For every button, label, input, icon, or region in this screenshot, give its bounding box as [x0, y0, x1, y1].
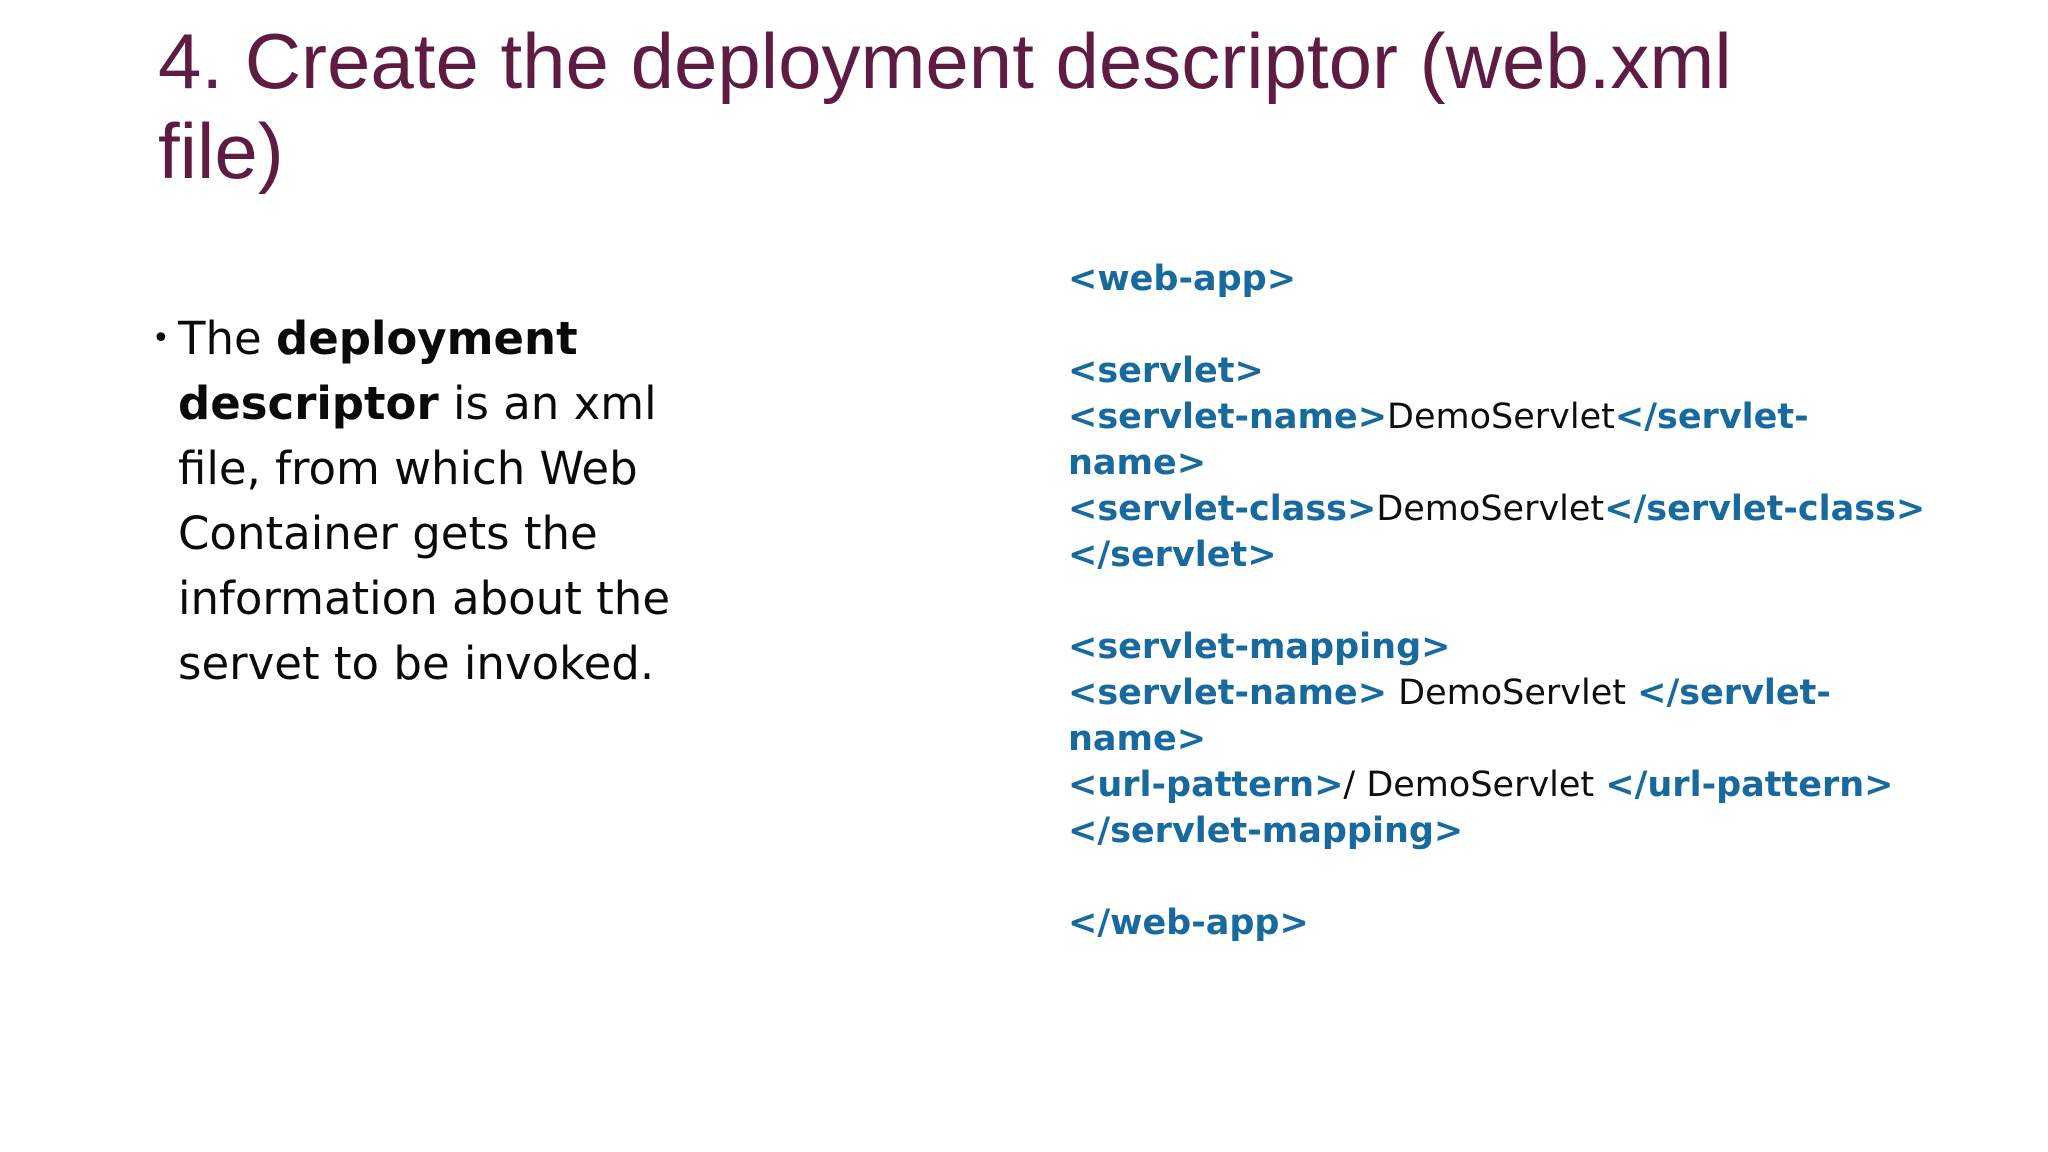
slide-title: 4. Create the deployment descriptor (web… — [158, 16, 1958, 196]
bullet-line-segment: servet to be invoked. — [178, 637, 655, 690]
code-line: <servlet> — [1068, 348, 2046, 394]
code-line-tag-segment: name> — [1068, 443, 1207, 483]
code-line: <url-pattern>/ DemoServlet </url-pattern… — [1068, 762, 2046, 808]
bullet-line: information about the — [178, 566, 772, 631]
code-line: <servlet-mapping> — [1068, 624, 2046, 670]
bullet-line: servet to be invoked. — [178, 631, 772, 696]
bullet-line-segment: Container gets the — [178, 507, 598, 560]
bullet-line-b-segment: descriptor — [178, 377, 439, 430]
code-line-tag-segment: <servlet-name> — [1068, 397, 1388, 437]
code-line — [1068, 854, 2046, 900]
code-line-tag-segment: <servlet-class> — [1068, 489, 1377, 529]
slide-title-line-1: 4. Create the deployment descriptor (web… — [158, 17, 1732, 105]
code-line-plain-segment: DemoServlet — [1387, 673, 1638, 713]
code-line-tag-segment: </servlet> — [1068, 535, 1277, 575]
code-line: <servlet-name>DemoServlet</servlet- — [1068, 394, 2046, 440]
bullet-line-segment: is an xml — [438, 377, 657, 430]
bullet-line-segment: file, from which Web — [178, 442, 638, 495]
code-line-tag-segment: <servlet-mapping> — [1068, 627, 1451, 667]
code-line-plain-segment: DemoServlet — [1387, 397, 1615, 437]
slide-title-line-2: file) — [158, 107, 284, 195]
code-line-tag-segment: </servlet-mapping> — [1068, 811, 1464, 851]
code-line: name> — [1068, 716, 2046, 762]
bullet-marker: • — [152, 321, 170, 356]
code-line-tag-segment: <servlet> — [1068, 351, 1264, 391]
xml-code-listing: <web-app><servlet><servlet-name>DemoServ… — [1068, 256, 2046, 946]
code-line-plain-segment: DemoServlet — [1376, 489, 1605, 529]
code-line: </web-app> — [1068, 900, 2046, 946]
bullet-line: Container gets the — [178, 501, 772, 566]
code-line — [1068, 578, 2046, 624]
code-line: <servlet-class>DemoServlet</servlet-clas… — [1068, 486, 2046, 532]
code-line: </servlet-mapping> — [1068, 808, 2046, 854]
code-line-tag-segment: <url-pattern> — [1068, 765, 1344, 805]
code-line-tag-segment: </servlet- — [1637, 673, 1831, 713]
code-line: <servlet-name> DemoServlet </servlet- — [1068, 670, 2046, 716]
code-line-tag-segment: </web-app> — [1068, 903, 1309, 943]
bullet-line: file, from which Web — [178, 436, 772, 501]
code-line-plain-segment: / DemoServlet — [1343, 765, 1606, 805]
bullet-line-b-segment: deployment — [276, 312, 578, 365]
code-line: <web-app> — [1068, 256, 2046, 302]
code-line-tag-segment: <web-app> — [1068, 259, 1297, 299]
code-line: </servlet> — [1068, 532, 2046, 578]
bullet-line-segment: information about the — [178, 572, 671, 625]
code-line-tag-segment: </servlet- — [1614, 397, 1809, 437]
code-line-tag-segment: <servlet-name> — [1068, 673, 1388, 713]
code-line: name> — [1068, 440, 2046, 486]
code-line — [1068, 302, 2046, 348]
bullet-line: descriptor is an xml — [178, 371, 772, 436]
code-line-tag-segment: </url-pattern> — [1605, 765, 1894, 805]
code-line-tag-segment: </servlet-class> — [1604, 489, 1926, 529]
bullet-line: The deployment — [178, 306, 772, 371]
code-line-tag-segment: name> — [1068, 719, 1207, 759]
bullet-line-segment: The — [178, 312, 276, 365]
